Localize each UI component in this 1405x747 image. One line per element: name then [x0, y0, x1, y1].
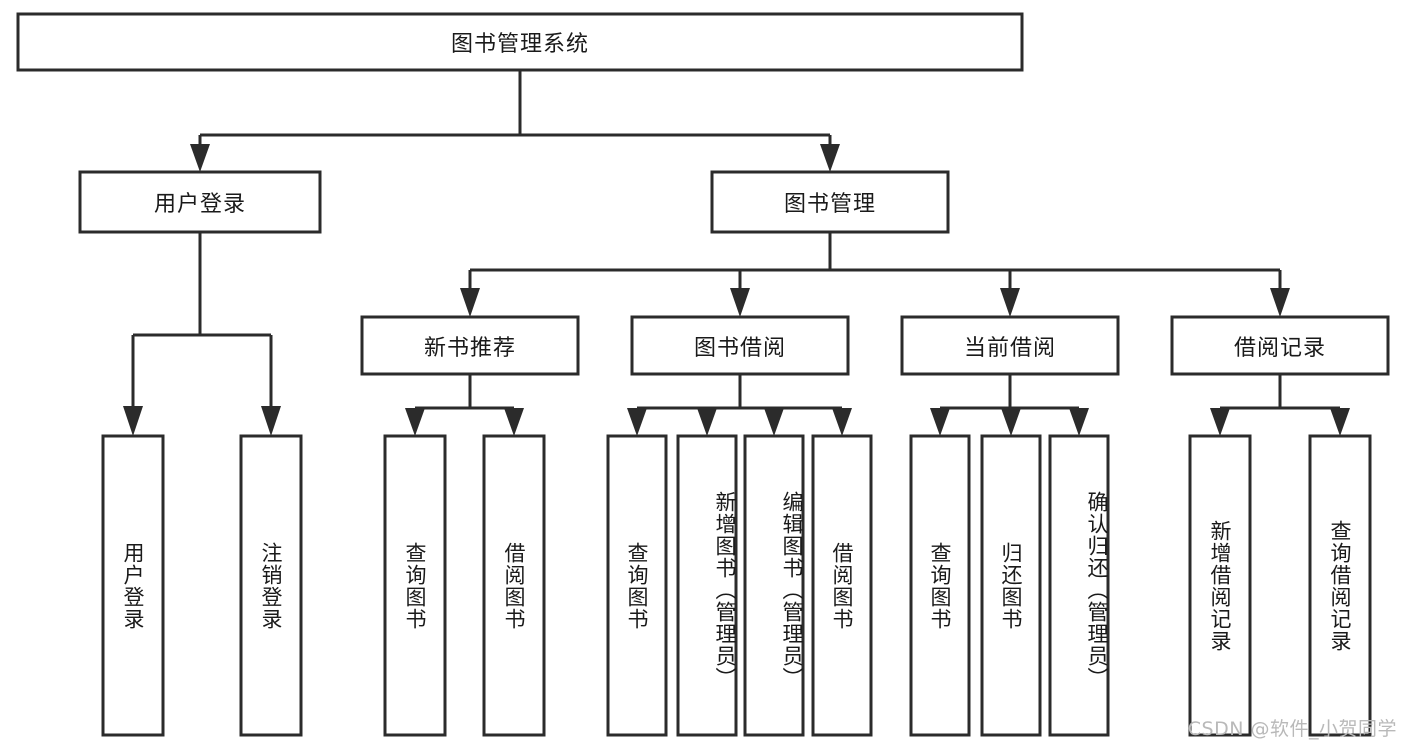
node-box-leaf-return-book[interactable]: [980, 434, 1042, 737]
node-box-leaf-user-login[interactable]: [101, 434, 165, 737]
arrow-cb-leaf-1: [930, 408, 950, 436]
arrow-nbr-leaf-2: [504, 408, 524, 436]
node-box-book-borrow[interactable]: [630, 315, 850, 376]
arrow-bb-leaf-3: [764, 408, 784, 436]
node-box-leaf-logout[interactable]: [239, 434, 303, 737]
arrow-to-borrow-record: [1270, 288, 1290, 317]
node-box-leaf-query-book-1[interactable]: [383, 434, 447, 737]
arrow-cb-leaf-3: [1069, 408, 1089, 436]
node-box-book-manage[interactable]: [710, 170, 950, 234]
connector-group-borrow-record: [1210, 374, 1350, 436]
arrow-root-to-user-login: [190, 144, 210, 172]
node-box-leaf-query-record[interactable]: [1308, 434, 1372, 737]
arrow-br-leaf-1: [1210, 408, 1230, 436]
arrow-bb-leaf-2: [697, 408, 717, 436]
node-box-new-book-recommend[interactable]: [360, 315, 580, 376]
node-box-user-login[interactable]: [78, 170, 322, 234]
arrow-to-new-book-recommend: [460, 288, 480, 317]
node-box-leaf-query-book-3[interactable]: [909, 434, 971, 737]
arrow-user-login-leaf-2: [261, 406, 281, 436]
arrow-cb-leaf-2: [1001, 408, 1021, 436]
connector-group-book-borrow: [627, 374, 852, 436]
node-box-borrow-record[interactable]: [1170, 315, 1390, 376]
node-box-current-borrow[interactable]: [900, 315, 1120, 376]
arrow-nbr-leaf-1: [405, 408, 425, 436]
connector-group-new-book-recommend: [405, 374, 524, 436]
node-box-leaf-edit-book[interactable]: [743, 434, 805, 737]
connector-group-user-login: [123, 232, 281, 436]
connector-group-book-manage: [460, 232, 1290, 317]
node-box-leaf-borrow-book-2[interactable]: [811, 434, 873, 737]
arrow-to-book-borrow: [730, 288, 750, 317]
node-box-leaf-add-book[interactable]: [676, 434, 738, 737]
arrow-bb-leaf-1: [627, 408, 647, 436]
arrow-bb-leaf-4: [832, 408, 852, 436]
arrow-to-current-borrow: [1000, 288, 1020, 317]
arrow-root-to-book-manage: [820, 144, 840, 172]
connector-group-current-borrow: [930, 374, 1089, 436]
arrow-user-login-leaf-1: [123, 406, 143, 436]
node-box-leaf-borrow-book-1[interactable]: [482, 434, 546, 737]
connector-group-root: [190, 70, 840, 172]
node-box-leaf-query-book-2[interactable]: [606, 434, 668, 737]
node-box-root[interactable]: [16, 12, 1024, 72]
arrow-br-leaf-2: [1330, 408, 1350, 436]
node-box-leaf-confirm-return[interactable]: [1048, 434, 1110, 737]
node-box-leaf-add-record[interactable]: [1188, 434, 1252, 737]
